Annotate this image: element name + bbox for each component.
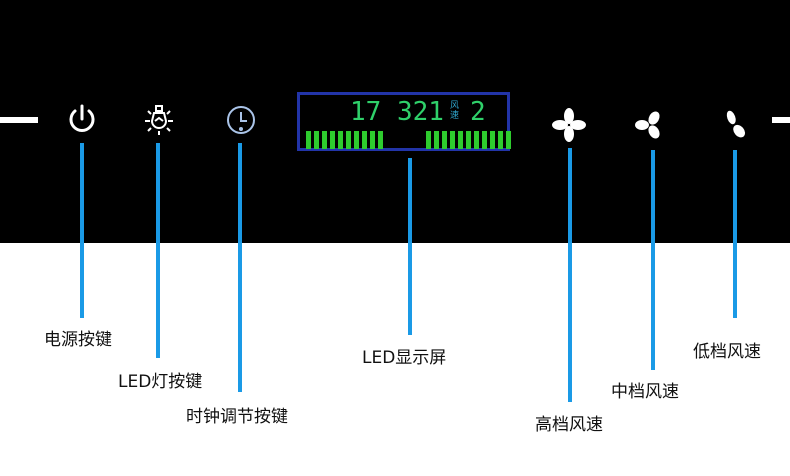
level-bars-right xyxy=(426,131,511,149)
level-bar xyxy=(322,131,327,149)
light-bulb-icon[interactable] xyxy=(142,103,176,137)
fan-level: 2 xyxy=(470,97,486,127)
panel-edge-right xyxy=(772,117,790,123)
level-bar xyxy=(458,131,463,149)
label-light: LED灯按键 xyxy=(118,372,203,392)
level-bar xyxy=(450,131,455,149)
level-bars-left xyxy=(306,131,383,149)
panel-edge-left xyxy=(0,117,38,123)
label-high: 高档风速 xyxy=(535,415,603,435)
level-bar xyxy=(442,131,447,149)
level-bar xyxy=(378,131,383,149)
level-bar xyxy=(466,131,471,149)
power-icon[interactable] xyxy=(66,103,98,135)
level-bar xyxy=(314,131,319,149)
level-bar xyxy=(306,131,311,149)
pointer-line-power xyxy=(80,143,84,318)
level-bar xyxy=(354,131,359,149)
fan-high-icon[interactable] xyxy=(552,108,586,142)
level-bar xyxy=(434,131,439,149)
label-clock: 时钟调节按键 xyxy=(186,407,288,427)
pointer-line-low xyxy=(733,150,737,318)
label-power: 电源按键 xyxy=(44,330,112,350)
level-bar xyxy=(506,131,511,149)
level-bar xyxy=(490,131,495,149)
display-digits: 17 321 xyxy=(350,97,444,127)
level-bar xyxy=(362,131,367,149)
control-panel xyxy=(0,0,790,243)
fan-mid-icon[interactable] xyxy=(634,109,666,141)
level-bar xyxy=(482,131,487,149)
pointer-line-mid xyxy=(651,150,655,370)
level-bar xyxy=(474,131,479,149)
label-mid: 中档风速 xyxy=(611,382,679,402)
level-bar xyxy=(346,131,351,149)
level-bar xyxy=(338,131,343,149)
label-display: LED显示屏 xyxy=(362,348,447,368)
level-bar xyxy=(426,131,431,149)
pointer-line-light xyxy=(156,143,160,358)
level-bar xyxy=(370,131,375,149)
label-low: 低档风速 xyxy=(693,342,761,362)
pointer-line-clock xyxy=(238,143,242,392)
fan-low-icon[interactable] xyxy=(718,108,750,142)
led-display: 17 321 风速 2 xyxy=(297,92,511,151)
pointer-line-display xyxy=(408,158,412,335)
level-bar xyxy=(330,131,335,149)
pointer-line-high xyxy=(568,148,572,402)
level-bar xyxy=(498,131,503,149)
fan-speed-label: 风速 xyxy=(450,101,460,121)
clock-icon[interactable] xyxy=(225,104,257,136)
